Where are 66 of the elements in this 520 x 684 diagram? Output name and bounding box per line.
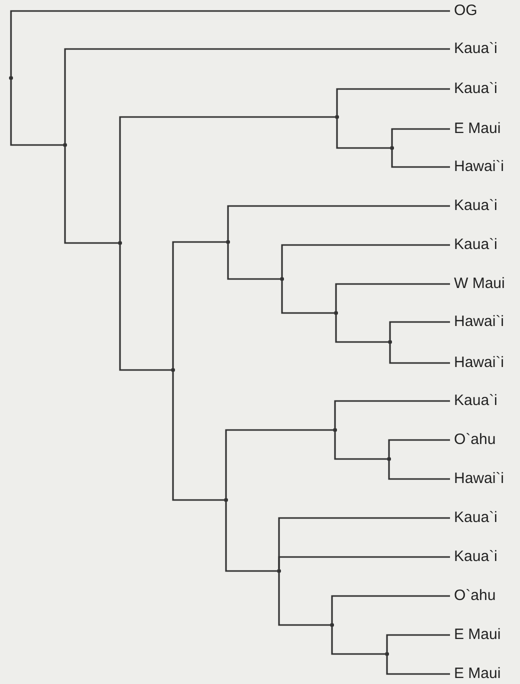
taxon-label: Kaua`i (454, 509, 498, 527)
tree-branch (386, 656, 450, 675)
tree-branch (334, 432, 387, 460)
tree-branch (281, 281, 334, 314)
taxon-label: E Maui (454, 665, 501, 683)
branch-point (277, 569, 281, 573)
tree-branch (391, 150, 450, 168)
tree-branch (331, 595, 450, 623)
tree-branch (389, 344, 450, 364)
tree-branch (119, 116, 335, 241)
tree-branch (335, 283, 450, 311)
branch-point (118, 241, 122, 245)
taxon-label: O`ahu (454, 431, 496, 449)
tree-branch (64, 48, 450, 143)
branch-point (385, 652, 389, 656)
taxon-label: Hawai`i (454, 354, 504, 372)
branch-point (171, 368, 175, 372)
tree-branch (336, 88, 450, 115)
tree-branch (278, 573, 330, 626)
tree-branch (388, 461, 450, 480)
taxon-label: E Maui (454, 120, 501, 138)
tree-branch (225, 429, 333, 498)
branch-point (334, 311, 338, 315)
taxon-label: E Maui (454, 626, 501, 644)
tree-branch (225, 502, 277, 572)
branch-point (226, 240, 230, 244)
tree-branch (331, 627, 385, 655)
tree-branch (386, 634, 450, 652)
tree-branch (10, 80, 63, 146)
branch-point (335, 115, 339, 119)
tree-branch (278, 556, 450, 569)
tree-branch (10, 10, 450, 76)
taxon-label: Hawai`i (454, 313, 504, 331)
taxon-label: Hawai`i (454, 470, 504, 488)
tree-branch (281, 244, 450, 277)
tree-branch (119, 245, 171, 371)
tree-branch (172, 241, 226, 368)
branch-point (333, 428, 337, 432)
tree-branch (391, 128, 450, 146)
taxon-label: OG (454, 2, 478, 20)
tree-branch (227, 205, 450, 240)
tree-branch (227, 244, 280, 280)
tree-branch (335, 315, 388, 343)
taxon-label: Kaua`i (454, 197, 498, 215)
taxon-label: Kaua`i (454, 236, 498, 254)
branch-point (280, 277, 284, 281)
taxon-label: W Maui (454, 275, 505, 293)
tree-branch (334, 400, 450, 428)
tree-branch (389, 321, 450, 340)
branch-point (387, 457, 391, 461)
taxon-label: Kaua`i (454, 392, 498, 410)
tree-branch (172, 372, 224, 501)
branch-point (224, 498, 228, 502)
branch-point (388, 340, 392, 344)
taxon-label: O`ahu (454, 587, 496, 605)
taxon-label: Kaua`i (454, 80, 498, 98)
taxon-label: Kaua`i (454, 40, 498, 58)
branch-point (390, 146, 394, 150)
branch-point (63, 143, 67, 147)
taxon-label: Kaua`i (454, 548, 498, 566)
branch-point (330, 623, 334, 627)
taxon-label: Hawai`i (454, 158, 504, 176)
tree-branch (388, 439, 450, 457)
tree-branch (336, 119, 390, 149)
tree-branch (64, 147, 118, 244)
branch-point (9, 76, 13, 80)
